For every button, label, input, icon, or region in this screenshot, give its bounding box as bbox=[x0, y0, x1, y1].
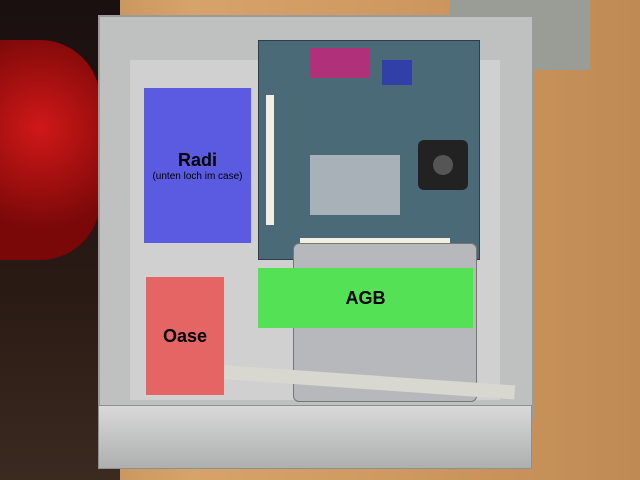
parallel-port bbox=[310, 48, 370, 78]
fan-hub bbox=[433, 155, 453, 175]
agb-label: AGB bbox=[345, 287, 386, 308]
agb-annotation: AGB bbox=[258, 268, 473, 328]
case-front-panel bbox=[98, 405, 532, 469]
oase-label: Oase bbox=[162, 325, 208, 346]
vga-port bbox=[382, 60, 412, 85]
red-object bbox=[0, 40, 100, 260]
oase-annotation: Oase bbox=[146, 277, 224, 395]
pci-slot bbox=[266, 95, 274, 225]
radi-annotation: Radi (unten loch im case) bbox=[144, 88, 251, 243]
radi-note: (unten loch im case) bbox=[152, 170, 243, 182]
heatsink bbox=[310, 155, 400, 215]
radi-label: Radi bbox=[177, 149, 217, 170]
